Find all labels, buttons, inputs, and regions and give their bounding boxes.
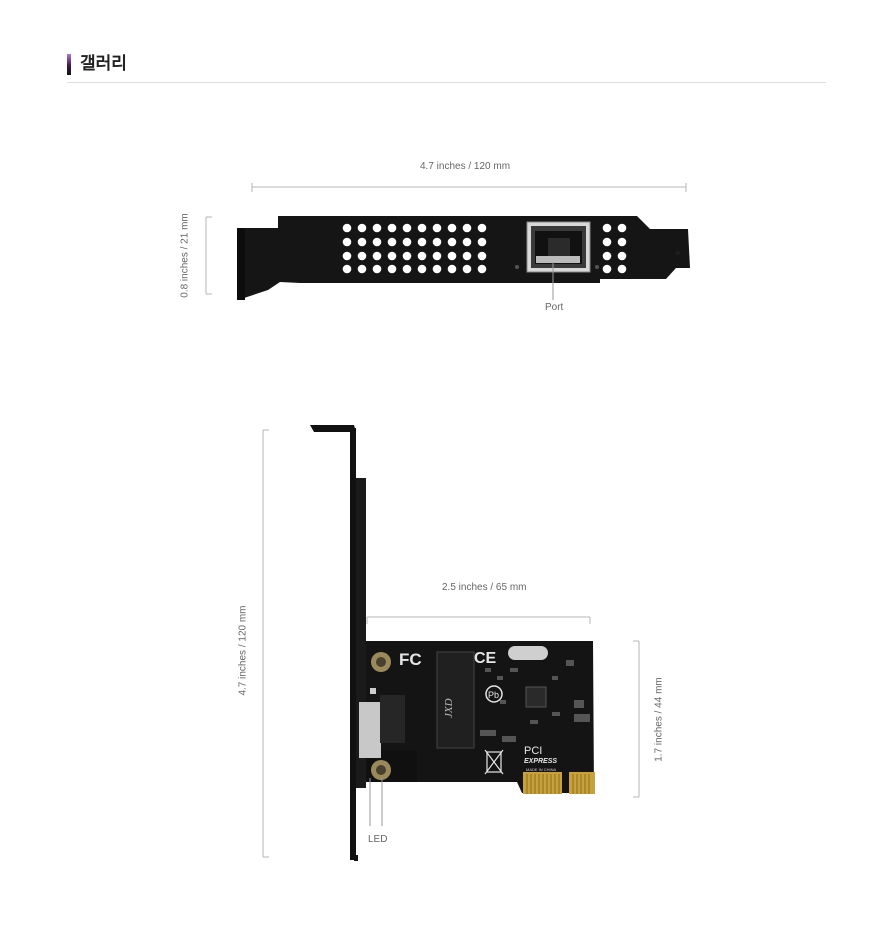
- svg-text:MADE IN CHINA: MADE IN CHINA: [526, 767, 557, 772]
- card-width-dimension-line: [366, 616, 591, 624]
- top-height-label: 0.8 inches / 21 mm: [179, 213, 191, 298]
- gallery-title: 갤러리: [80, 54, 127, 74]
- card-width-label: 2.5 inches / 65 mm: [442, 582, 527, 593]
- gallery-header: 갤러리: [67, 52, 826, 83]
- svg-text:PCI: PCI: [524, 745, 542, 757]
- card-height-label: 1.7 inches / 44 mm: [653, 677, 665, 762]
- port-label: Port: [545, 302, 564, 313]
- bracket-height-dimension-line: [262, 429, 269, 858]
- full-height-bracket-image: [310, 425, 366, 861]
- top-height-dimension-line: [205, 216, 212, 295]
- top-width-dimension-line: [251, 183, 687, 192]
- svg-text:Pb: Pb: [488, 690, 499, 700]
- pcb-card-image: FC CE Pb JXD PCI EXPRESS MADE IN CHINA: [359, 641, 595, 794]
- svg-text:EXPRESS: EXPRESS: [524, 758, 557, 765]
- svg-text:JXD: JXD: [443, 698, 455, 718]
- svg-text:CE: CE: [474, 650, 497, 667]
- bracket-height-label: 4.7 inches / 120 mm: [237, 605, 249, 696]
- rj45-port-image: [526, 221, 591, 273]
- svg-text:FC: FC: [399, 650, 422, 669]
- top-width-label: 4.7 inches / 120 mm: [420, 161, 511, 172]
- low-profile-bracket-image: ☺︎: [237, 216, 690, 300]
- svg-text:☺︎: ☺︎: [674, 250, 680, 256]
- header-accent-bar: [67, 54, 71, 75]
- led-label: LED: [368, 834, 388, 845]
- led-pointer-lines: [369, 778, 383, 826]
- card-height-dimension-line: [633, 640, 640, 798]
